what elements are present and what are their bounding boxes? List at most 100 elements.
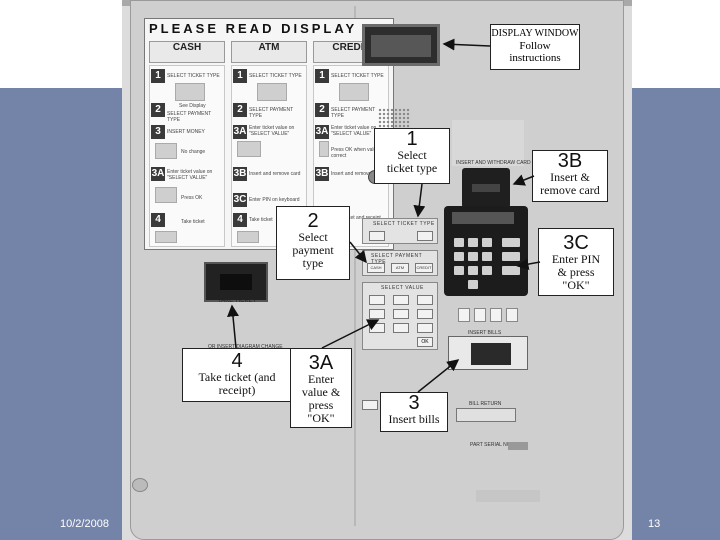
pin-key[interactable] — [468, 266, 478, 275]
pin-pad — [444, 206, 528, 296]
pin-key[interactable] — [454, 252, 464, 261]
callout-step-4-text: Take ticket (and receipt) — [198, 370, 276, 397]
select-value-panel: SELECT VALUE OK — [362, 282, 438, 350]
placard-step-3b-credit-text: Insert and remove card — [331, 171, 383, 177]
display-screen — [371, 35, 431, 57]
bill-return-slot[interactable]: BILL RETURN — [456, 401, 516, 422]
ticket-dispenser-slot[interactable] — [204, 262, 268, 302]
value-key[interactable] — [369, 295, 385, 305]
ok-key[interactable]: OK — [417, 337, 433, 347]
indicator-light — [490, 308, 502, 322]
machine-door-seam — [354, 6, 356, 526]
placard-picture — [237, 141, 261, 157]
placard-cash-note-no-change: No change — [181, 149, 206, 155]
placard-step-4-cash: 4 — [151, 213, 165, 227]
lock-button[interactable] — [132, 478, 148, 492]
placard-picture — [319, 141, 329, 157]
pin-key[interactable] — [482, 252, 492, 261]
ticket-dispenser-mouth[interactable] — [220, 274, 252, 290]
placard-step-3a-cash: 3A — [151, 167, 165, 181]
atm-button[interactable]: ATM — [391, 263, 409, 273]
pin-key[interactable] — [502, 266, 520, 275]
pin-key[interactable] — [468, 280, 478, 289]
placard-step-2-atm-text: SELECT PAYMENT TYPE — [249, 107, 294, 119]
value-key[interactable] — [393, 295, 409, 305]
placard-cash-header: CASH — [149, 41, 225, 63]
insert-bills-label: INSERT BILLS — [468, 330, 502, 336]
payment-type-panel: SELECT PAYMENT TYPE CASH ATM CREDIT — [362, 250, 438, 276]
cash-button[interactable]: CASH — [367, 263, 385, 273]
payment-type-label: SELECT PAYMENT TYPE — [371, 253, 423, 265]
callout-step-1-number: 1 — [406, 128, 418, 150]
pin-key[interactable] — [454, 238, 464, 247]
placard-step-3b-atm-text: Insert and remove card — [249, 171, 301, 177]
callout-step-2: 2 Select payment type — [276, 206, 350, 280]
placard-step-2-credit-text: SELECT PAYMENT TYPE — [331, 107, 376, 119]
placard-credit-note-press-ok: Press OK when value is correct — [331, 147, 385, 159]
ticket-type-button-right[interactable] — [417, 231, 433, 241]
placard-step-2-credit: 2 — [315, 103, 329, 117]
insert-card-label: INSERT AND WITHDRAW CARD — [456, 160, 531, 166]
callout-step-3c-text: Enter PIN & press "OK" — [551, 252, 601, 292]
placard-cash-note-display: See Display — [179, 103, 206, 109]
placard-step-1-credit: 1 — [315, 69, 329, 83]
callout-step-3-number: 3 — [408, 392, 420, 414]
slide-page-number: 13 — [648, 518, 661, 530]
placard-cash-note-press-ok: Press OK — [181, 195, 203, 201]
callout-step-3a-number: 3A — [308, 352, 334, 374]
callout-display-window: DISPLAY WINDOW Follow instructions — [490, 24, 580, 70]
callout-step-3: 3 Insert bills — [380, 392, 448, 432]
receipt-slot-label: OR INSERT DIAGRAM CHANGE — [208, 344, 283, 350]
card-slot[interactable] — [472, 184, 500, 192]
callout-step-3a-text: Enter value & press "OK" — [301, 372, 341, 425]
placard-step-3a-credit-text: Enter ticket value on "SELECT VALUE" — [331, 125, 377, 137]
pin-key[interactable] — [502, 238, 520, 247]
credit-button[interactable]: CREDIT — [415, 263, 433, 273]
speaker-grille — [378, 108, 410, 130]
instruction-placard: PLEASE READ DISPLAY CASH ATM CREDIT 1 SE… — [144, 18, 394, 250]
placard-step-3a-credit: 3A — [315, 125, 329, 139]
value-key[interactable] — [417, 295, 433, 305]
callout-step-4-number: 4 — [231, 350, 243, 372]
value-key[interactable] — [393, 309, 409, 319]
callout-step-3c: 3C Enter PIN & press "OK" — [538, 228, 614, 296]
ticket-type-label: SELECT TICKET TYPE — [373, 221, 435, 227]
display-window — [362, 24, 440, 66]
value-key[interactable] — [393, 323, 409, 333]
placard-step-2-atm: 2 — [233, 103, 247, 117]
placard-step-1-atm: 1 — [233, 69, 247, 83]
indicator-light — [474, 308, 486, 322]
placard-step-3a-atm-text: Enter ticket value on "SELECT VALUE" — [249, 125, 295, 137]
pin-key[interactable] — [468, 252, 478, 261]
callout-step-3b-number: 3B — [557, 150, 583, 172]
value-key[interactable] — [369, 309, 385, 319]
callout-step-3-text: Insert bills — [388, 412, 440, 426]
serial-label: PART SERIAL NO. — [470, 442, 513, 448]
pin-key[interactable] — [482, 238, 492, 247]
callout-display-title: DISPLAY WINDOW — [491, 28, 579, 39]
placard-step-2-cash: 2 — [151, 103, 165, 117]
pin-key[interactable] — [502, 252, 520, 261]
bill-indicator-lights — [454, 306, 524, 328]
pin-key[interactable] — [454, 266, 464, 275]
callout-step-3b: 3B Insert & remove card — [532, 150, 608, 202]
bill-slot[interactable] — [471, 343, 511, 365]
pin-key[interactable] — [482, 266, 492, 275]
bill-acceptor[interactable] — [448, 336, 528, 370]
callout-display-text: Follow instructions — [509, 40, 561, 64]
placard-picture — [155, 187, 177, 203]
placard-step-1-credit-text: SELECT TICKET TYPE — [331, 73, 384, 79]
pin-pad-screen — [452, 212, 514, 224]
value-key[interactable] — [417, 309, 433, 319]
value-key[interactable] — [417, 323, 433, 333]
ticket-type-button-left[interactable] — [369, 231, 385, 241]
lower-panel-button[interactable] — [362, 400, 378, 410]
card-reader[interactable] — [462, 168, 510, 208]
placard-step-3a-atm: 3A — [233, 125, 247, 139]
value-key[interactable] — [369, 323, 385, 333]
pin-key[interactable] — [468, 238, 478, 247]
placard-step-4-atm: 4 — [233, 213, 247, 227]
placard-picture — [339, 83, 369, 101]
placard-picture — [155, 231, 177, 243]
placard-step-3a-cash-text: Enter ticket value on "SELECT VALUE" — [167, 169, 213, 181]
